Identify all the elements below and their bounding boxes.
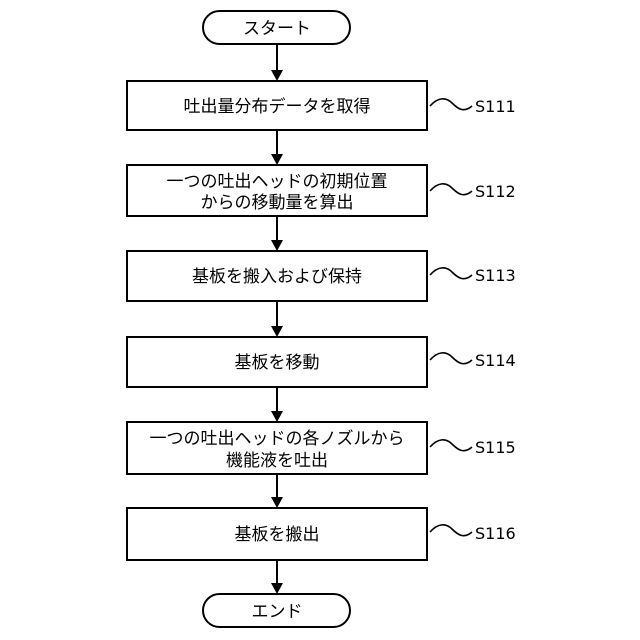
process-step-s115: 一つの吐出ヘッドの各ノズルから 機能液を吐出 S115 bbox=[127, 422, 516, 474]
process-text-s112-line1: 一つの吐出ヘッドの初期位置 bbox=[167, 172, 388, 192]
process-text-s115-line1: 一つの吐出ヘッドの各ノズルから bbox=[150, 429, 405, 449]
step-id-s116: S116 bbox=[475, 524, 516, 543]
step-id-s115: S115 bbox=[475, 438, 516, 457]
arrowhead-s112 bbox=[271, 154, 283, 165]
step-id-s111: S111 bbox=[475, 97, 516, 116]
process-text-s116: 基板を搬出 bbox=[235, 525, 320, 545]
process-step-s111: 吐出量分布データを取得 S111 bbox=[127, 81, 516, 130]
step-id-s113: S113 bbox=[475, 266, 516, 285]
process-text-s114: 基板を移動 bbox=[235, 353, 320, 373]
end-terminal: エンド bbox=[203, 594, 350, 627]
start-terminal-label: スタート bbox=[243, 19, 311, 39]
step-leader-s116 bbox=[430, 525, 472, 536]
process-step-s113: 基板を搬入および保持 S113 bbox=[127, 251, 516, 301]
end-terminal-label: エンド bbox=[252, 602, 303, 622]
process-text-s115-line2: 機能液を吐出 bbox=[226, 451, 328, 471]
step-id-s114: S114 bbox=[475, 351, 516, 370]
step-id-s112: S112 bbox=[475, 182, 516, 201]
process-step-s112: 一つの吐出ヘッドの初期位置 からの移動量を算出 S112 bbox=[127, 165, 516, 216]
arrowhead-s114 bbox=[271, 326, 283, 337]
step-leader-s115 bbox=[430, 440, 472, 451]
process-text-s111: 吐出量分布データを取得 bbox=[184, 96, 371, 117]
arrowhead-s113 bbox=[271, 240, 283, 251]
arrowhead-end bbox=[271, 583, 283, 594]
step-leader-s114 bbox=[430, 353, 472, 364]
process-step-s116: 基板を搬出 S116 bbox=[127, 508, 516, 560]
process-text-s113: 基板を搬入および保持 bbox=[192, 267, 362, 287]
arrowhead-s115 bbox=[271, 411, 283, 422]
step-leader-s112 bbox=[430, 184, 472, 195]
step-leader-s111 bbox=[430, 99, 472, 110]
arrowhead-s111 bbox=[271, 70, 283, 81]
step-leader-s113 bbox=[430, 268, 472, 279]
arrowhead-s116 bbox=[271, 497, 283, 508]
process-step-s114: 基板を移動 S114 bbox=[127, 337, 516, 387]
process-text-s112-line2: からの移動量を算出 bbox=[201, 193, 354, 213]
start-terminal: スタート bbox=[203, 11, 350, 44]
